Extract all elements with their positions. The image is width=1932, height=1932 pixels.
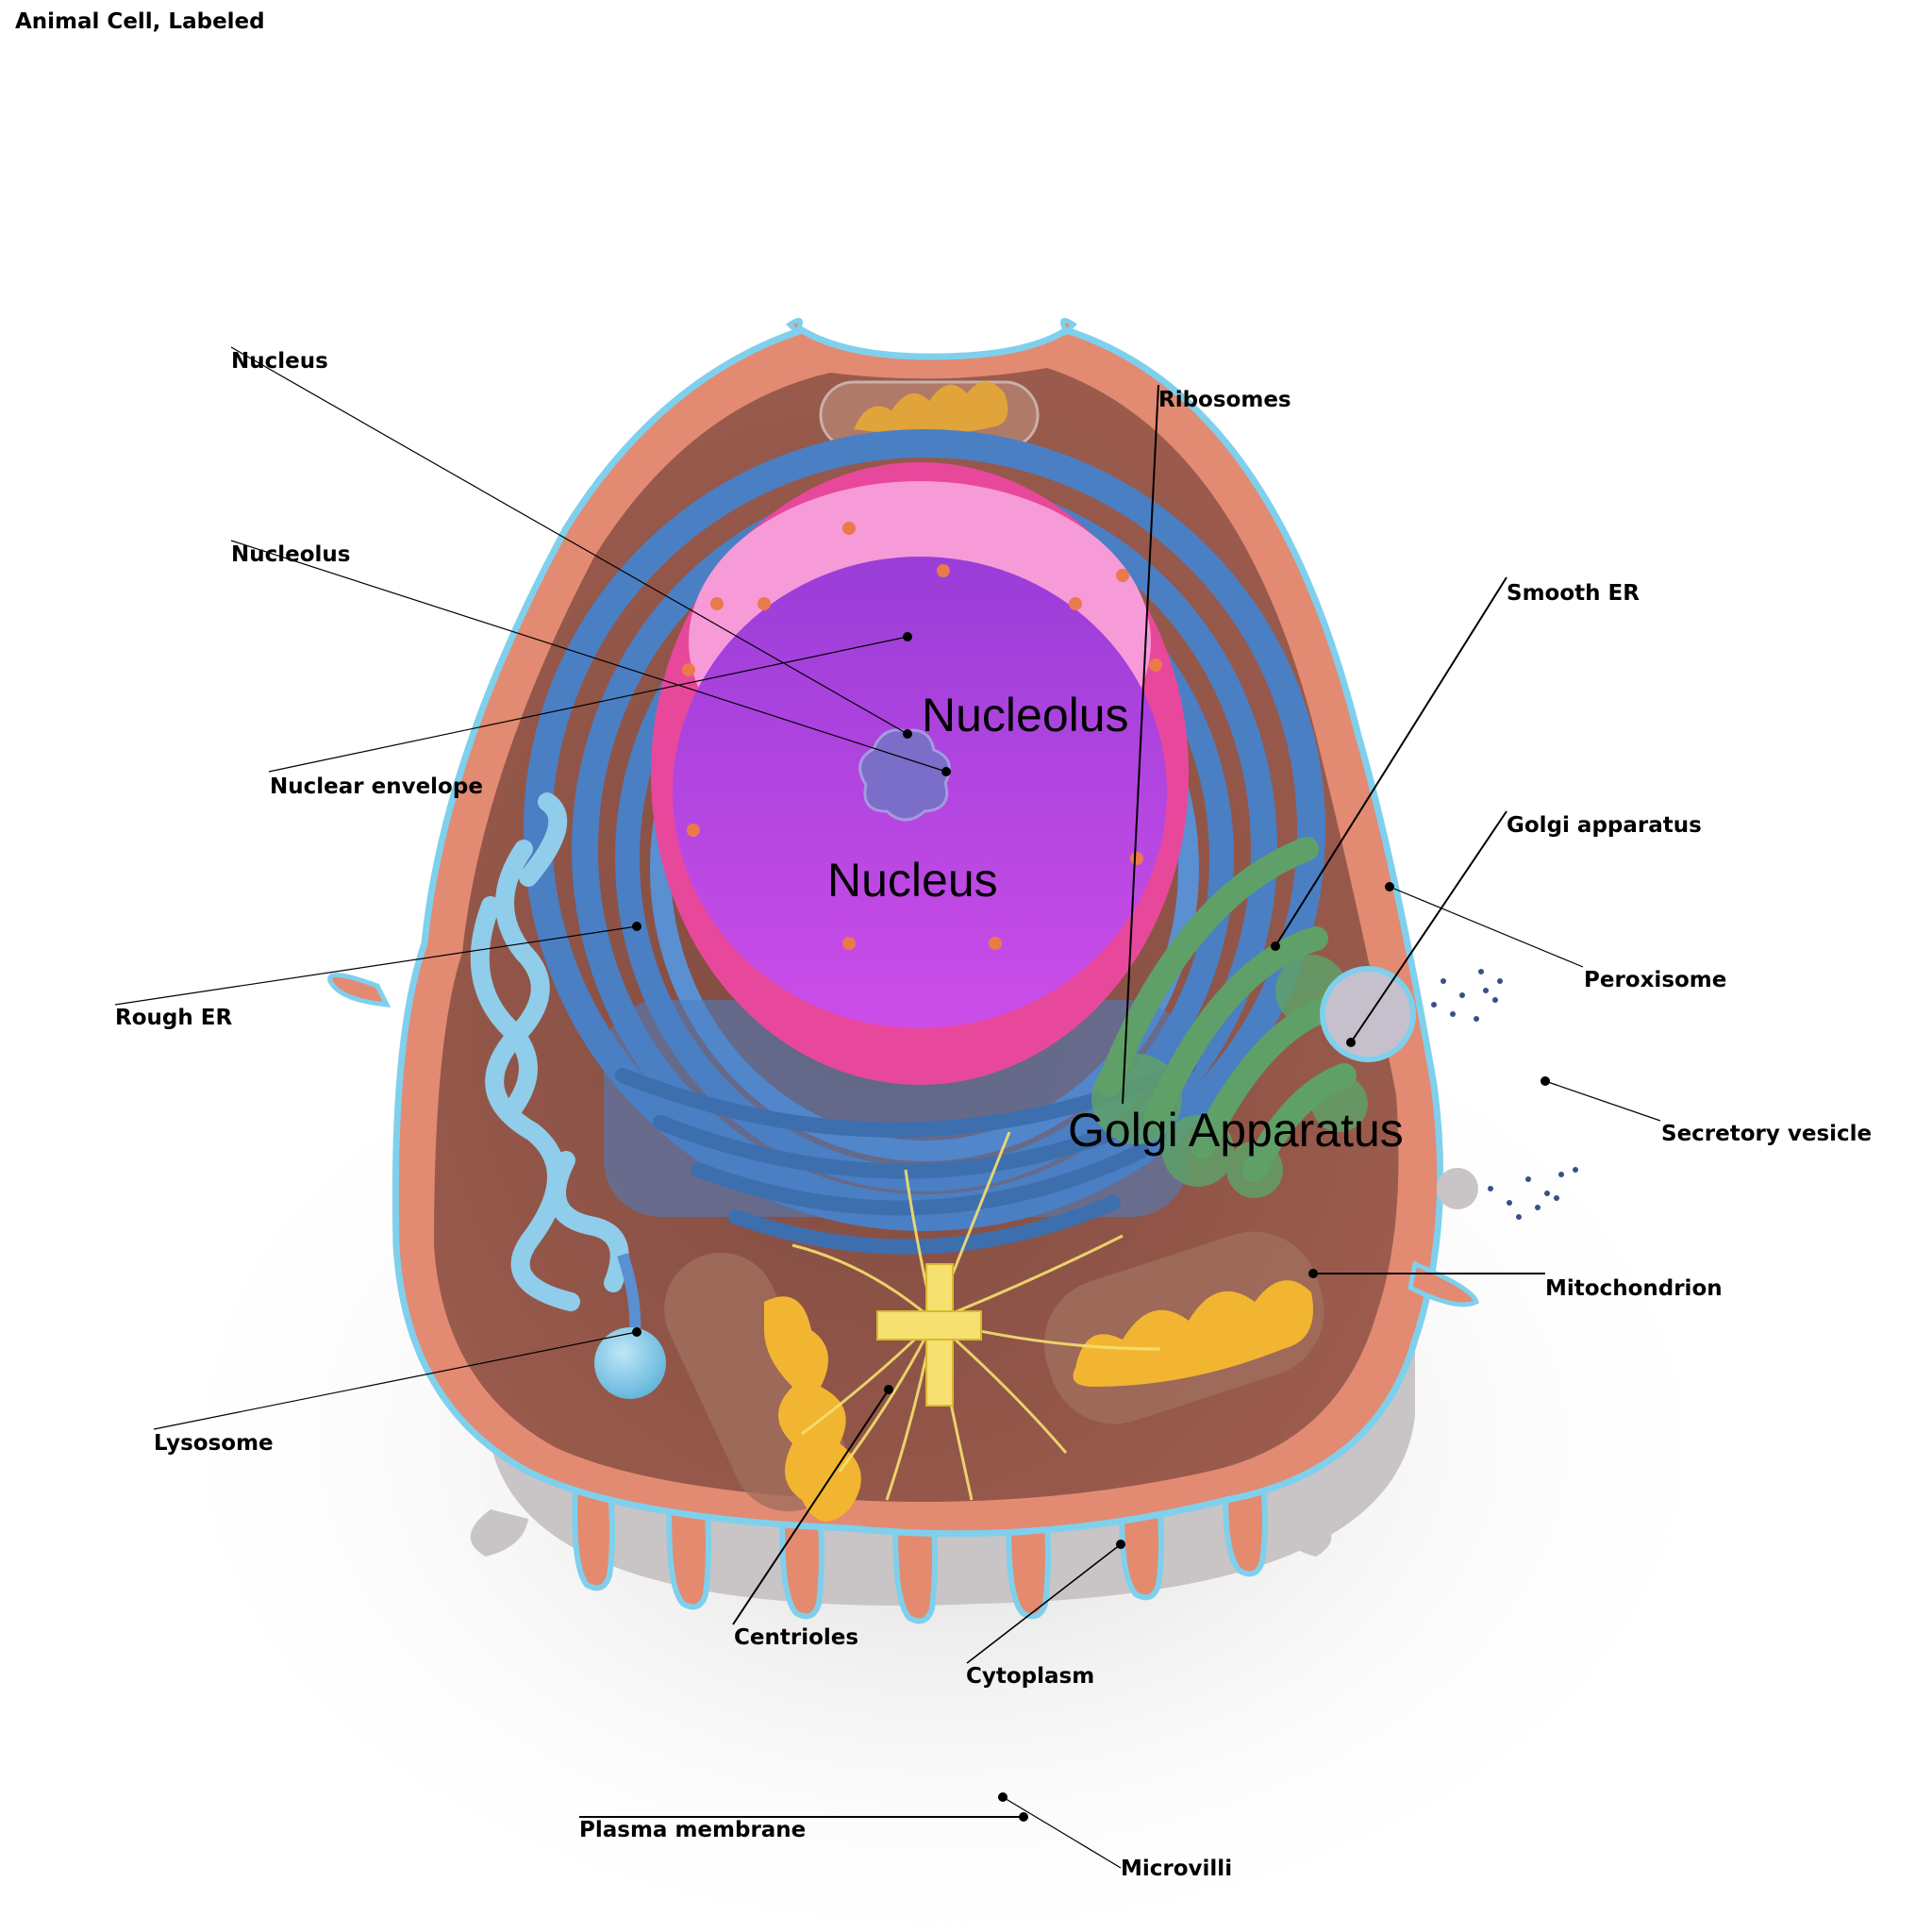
nuclear-pores (682, 522, 1162, 950)
lysosome-shape (594, 1327, 666, 1399)
leader-microvilli (1002, 1796, 1122, 1869)
label-rough-er: Rough ER (115, 1006, 233, 1030)
leader-secretory-vesicle (1544, 1080, 1661, 1122)
label-cytoplasm: Cytoplasm (966, 1664, 1095, 1689)
leader-nucleolus (230, 540, 947, 773)
golgi-inline-label: Golgi Apparatus (1068, 1104, 1404, 1157)
label-secretory-vesicle: Secretory vesicle (1661, 1122, 1873, 1146)
label-nucleus: Nucleus (231, 349, 328, 374)
centrioles-shape (791, 1131, 1161, 1501)
peroxisome-vesicle (1320, 966, 1416, 1062)
nucleolus-inline-label: Nucleolus (922, 689, 1129, 741)
leader-centrioles (732, 1389, 890, 1625)
leader-nucleus (230, 346, 908, 735)
label-plasma-membrane: Plasma membrane (579, 1818, 807, 1842)
membrane-spike (786, 318, 804, 337)
membrane-spike (327, 973, 391, 1008)
microvillus-grey (1274, 1509, 1332, 1557)
nucleus-inline-label: Nucleus (827, 854, 998, 907)
leader-lines (114, 346, 1661, 1869)
leader-nuclear-envelope (268, 636, 908, 773)
leader-golgi (1350, 810, 1507, 1043)
label-nuclear-envelope: Nuclear envelope (270, 774, 483, 799)
label-peroxisome: Peroxisome (1584, 968, 1727, 992)
leader-ribosomes (1122, 384, 1159, 1105)
microvillus-grey (470, 1509, 528, 1557)
top-mitochondrion (854, 381, 1008, 435)
membrane-spike (1059, 318, 1077, 337)
label-smooth-er: Smooth ER (1507, 581, 1640, 606)
mitochondrion-left (664, 1252, 861, 1522)
leader-endpoints (632, 632, 1550, 1822)
leader-peroxisome (1389, 886, 1584, 968)
microvillus (666, 1488, 711, 1610)
rough-er-fill (604, 1000, 1189, 1217)
diagram-title: Animal Cell, Labeled (15, 9, 265, 34)
leader-lysosome (153, 1331, 638, 1430)
label-mitochondrion: Mitochondrion (1545, 1276, 1723, 1301)
golgi-vesicles (1091, 955, 1368, 1198)
label-nucleolus: Nucleolus (231, 542, 351, 567)
label-golgi-apparatus: Golgi apparatus (1507, 813, 1702, 838)
label-centrioles: Centrioles (734, 1625, 859, 1650)
leader-rough-er (114, 925, 638, 1006)
secretory-bud (1437, 1168, 1478, 1209)
label-lysosome: Lysosome (154, 1431, 274, 1456)
leader-smooth-er (1274, 576, 1507, 947)
microvillus (572, 1478, 615, 1591)
mitochondrion-right (1043, 1231, 1324, 1424)
label-ribosomes: Ribosomes (1158, 388, 1291, 412)
nucleolus-shape (858, 728, 951, 822)
label-microvilli: Microvilli (1121, 1857, 1233, 1881)
secretory-particles (1431, 969, 1578, 1220)
leader-cytoplasm (966, 1543, 1122, 1664)
